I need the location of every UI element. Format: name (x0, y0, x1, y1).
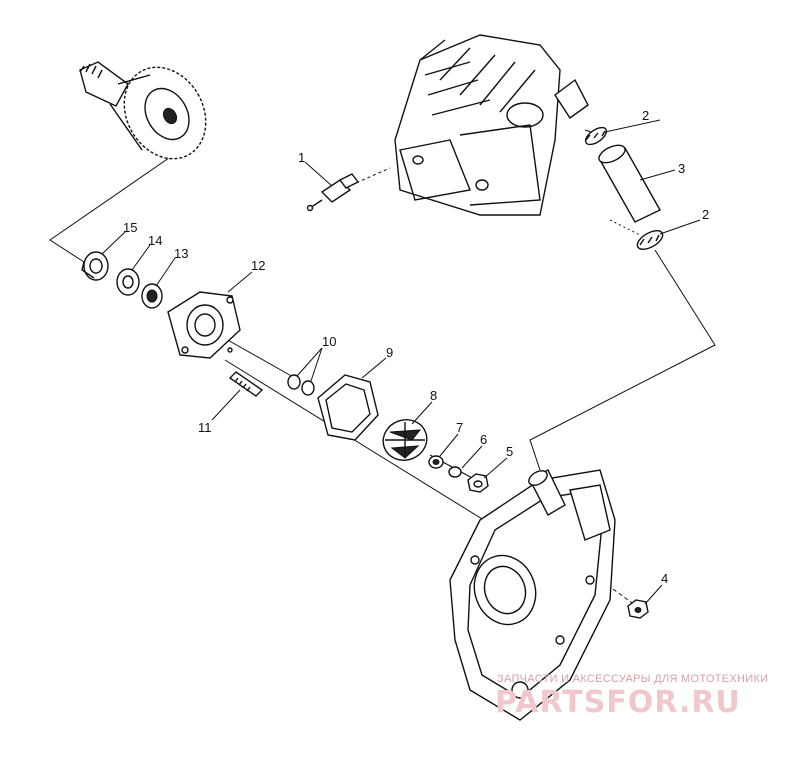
callout-labels: 1 2 3 2 4 5 6 7 8 9 10 11 12 13 14 15 (123, 108, 709, 586)
part-10-o-rings (287, 374, 315, 396)
callout-10: 10 (322, 334, 336, 349)
part-13-oil-seal (141, 283, 163, 309)
callout-7: 7 (456, 420, 463, 435)
part-5-nut (467, 473, 489, 493)
callout-2-lower: 2 (702, 207, 709, 222)
part-1-temperature-sensor (304, 161, 360, 212)
watermark-brand: PARTSFOR.RU (495, 685, 741, 720)
callout-4: 4 (661, 571, 668, 586)
part-15-bearing (81, 251, 109, 281)
part-12-pump-housing (167, 291, 241, 359)
part-11-stud (228, 371, 264, 397)
part-2-hose-clamp-upper (584, 126, 608, 146)
callout-9: 9 (386, 345, 393, 360)
callout-15: 15 (123, 220, 137, 235)
part-14-bearing (116, 268, 140, 296)
part-6-washer (448, 466, 462, 478)
part-9-gasket (317, 374, 379, 441)
callout-13: 13 (174, 246, 188, 261)
callout-14: 14 (148, 233, 162, 248)
callout-5: 5 (506, 444, 513, 459)
callout-1: 1 (298, 150, 305, 165)
cylinder-head (394, 34, 589, 216)
callout-11: 11 (198, 420, 212, 435)
part-2-hose-clamp-lower (636, 230, 664, 250)
callout-2-upper: 2 (642, 108, 649, 123)
assembly-centerlines (49, 129, 716, 606)
callout-8: 8 (430, 388, 437, 403)
callout-leaders (101, 119, 701, 605)
part-7-washer (428, 455, 444, 469)
callout-12: 12 (251, 258, 265, 273)
callout-6: 6 (480, 432, 487, 447)
watermark: ЗАПЧАСТИ И АКСЕССУАРЫ ДЛЯ МОТОТЕХНИКИ PA… (495, 673, 768, 720)
part-4-nut (627, 599, 649, 619)
water-pump-shaft-gear (79, 61, 207, 160)
crankcase-cover (449, 469, 616, 721)
part-3-coolant-hose (598, 144, 661, 223)
part-8-impeller (382, 419, 428, 461)
callout-3: 3 (678, 161, 685, 176)
watermark-tagline: ЗАПЧАСТИ И АКСЕССУАРЫ ДЛЯ МОТОТЕХНИКИ (497, 673, 768, 685)
